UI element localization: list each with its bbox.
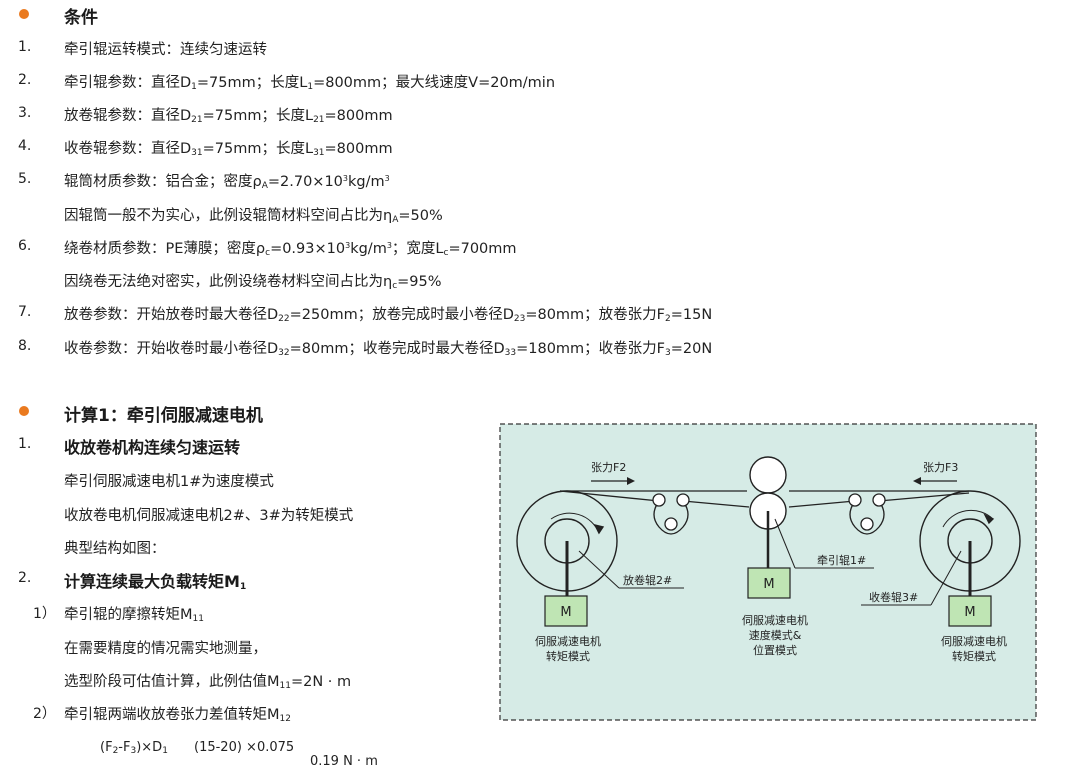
tension-label-left: 张力F2 [591, 461, 626, 474]
condition-line: 收卷参数：开始收卷时最小卷径D32=80mm；收卷完成时最大卷径D33=180m… [64, 341, 713, 358]
section-bullet [19, 9, 29, 19]
motor-caption: 转矩模式 [952, 649, 996, 663]
motor-box-left [544, 595, 588, 627]
label-rewind-roll: 收卷辊3# [869, 590, 918, 604]
condition-line: 放卷辊参数：直径D21=75mm；长度L21=800mm [64, 108, 393, 125]
list-number: 2. [18, 72, 32, 88]
condition-line: 因辊筒一般不为实心，此例设辊筒材料空间占比为ηA=50% [64, 208, 443, 225]
body-line: 在需要精度的情况需实地测量， [64, 641, 267, 657]
leader-line [578, 550, 620, 589]
list-number: 8. [18, 338, 32, 354]
list-number: 2） [33, 706, 56, 722]
structure-diagram: M 伺服减速电机 转矩模式 M 伺服减速电机 速度模式& 位置模式 M 伺服减速… [499, 423, 1037, 721]
film-path [559, 490, 970, 535]
motor-label: M [964, 605, 975, 620]
motor-box-right [948, 595, 992, 627]
motor-label: M [560, 605, 571, 620]
arrowhead-icon [627, 477, 635, 485]
motor-caption: 位置模式 [753, 643, 797, 657]
body-line: 选型阶段可估值计算，此例估值M11=2N · m [64, 674, 352, 691]
motor-caption: 转矩模式 [546, 649, 590, 663]
subheading-max-torque: 计算连续最大负载转矩M1 [64, 572, 247, 592]
subheading-continuous: 收放卷机构连续匀速运转 [64, 438, 241, 457]
idler-rollers [652, 493, 886, 531]
condition-line: 收卷辊参数：直径D31=75mm；长度L31=800mm [64, 141, 393, 158]
condition-line: 绕卷材质参数：PE薄膜；密度ρc=0.93×103kg/m3；宽度Lc=700m… [64, 241, 517, 258]
motor-caption: 伺服减速电机 [941, 634, 1007, 648]
list-number: 4. [18, 138, 32, 154]
condition-line: 牵引辊参数：直径D1=75mm；长度L1=800mm；最大线速度V=20m/mi… [64, 75, 556, 92]
item-friction-torque: 牵引辊的摩擦转矩M11 [64, 607, 204, 624]
motor-caption: 伺服减速电机 [535, 634, 601, 648]
arrowhead-icon [913, 477, 921, 485]
condition-line: 放卷参数：开始放卷时最大卷径D22=250mm；放卷完成时最小卷径D23=80m… [64, 307, 713, 324]
label-unwind-roll: 放卷辊2# [623, 573, 672, 587]
formula-numerator-numeric: (15-20) ×0.075 [194, 740, 295, 755]
list-number: 7. [18, 304, 32, 320]
section-title-conditions: 条件 [64, 8, 98, 28]
list-number: 3. [18, 105, 32, 121]
list-number: 5. [18, 171, 32, 187]
label-pull-roller: 牵引辊1# [817, 553, 866, 567]
motor-caption: 伺服减速电机 [742, 613, 808, 627]
condition-line: 牵引辊运转模式：连续匀速运转 [64, 42, 267, 58]
condition-line: 辊筒材质参数：铝合金；密度ρA=2.70×103kg/m3 [64, 174, 390, 191]
list-number: 6. [18, 238, 32, 254]
leader-line [774, 518, 796, 569]
item-tension-diff-torque: 牵引辊两端收放卷张力差值转矩M12 [64, 707, 291, 724]
condition-line: 因绕卷无法绝对密实，此例设绕卷材料空间占比为ηc=95% [64, 274, 442, 291]
list-number: 1. [18, 39, 32, 55]
motor-caption: 速度模式& [749, 628, 802, 642]
motor-box-mid [747, 567, 791, 599]
motor-label: M [763, 577, 774, 592]
body-line: 牵引伺服减速电机1#为速度模式 [64, 474, 274, 490]
tension-label-right: 张力F3 [923, 461, 958, 474]
section-title-calc: 计算1：牵引伺服减速电机 [64, 406, 263, 426]
body-line: 典型结构如图： [64, 541, 166, 557]
leader-line [930, 550, 962, 606]
section-bullet [19, 406, 29, 416]
body-line: 收放卷电机伺服减速电机2#、3#为转矩模式 [64, 508, 354, 524]
list-number: 1. [18, 436, 32, 452]
list-number: 2. [18, 570, 32, 586]
formula-numerator-symbolic: (F2-F3)×D1 [100, 740, 168, 756]
list-number: 1） [33, 606, 56, 622]
